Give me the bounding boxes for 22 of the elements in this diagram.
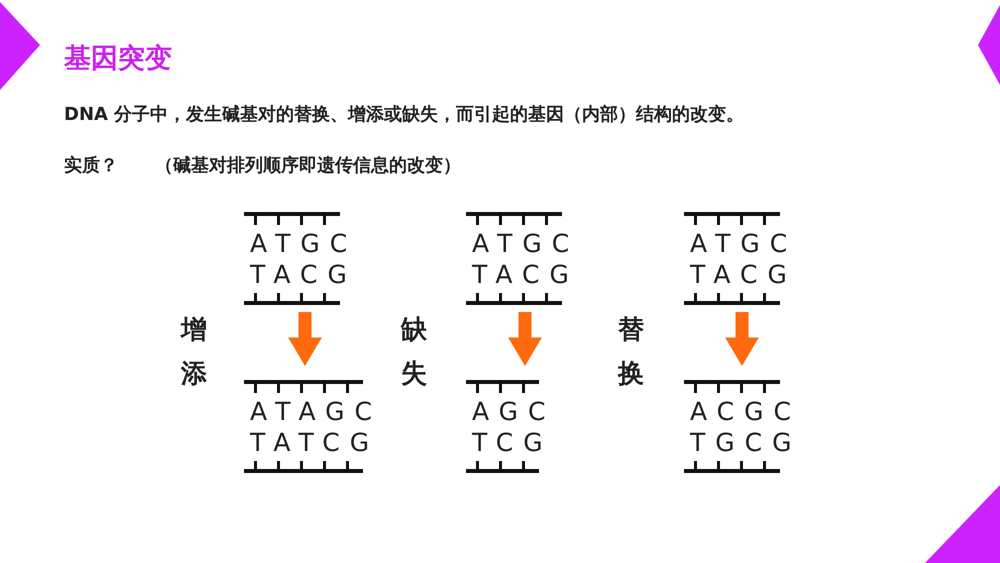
base-sequence: TGCG xyxy=(690,427,802,458)
base-sequence: TACG xyxy=(250,259,358,290)
edge-label: 增添 xyxy=(181,314,208,391)
base-sequence: ATGC xyxy=(690,228,798,259)
base-sequence: ATGC xyxy=(250,228,358,259)
answer-text: （碱基对排列顺序即遗传信息的改变） xyxy=(155,154,461,177)
base-sequence: TACG xyxy=(690,259,798,290)
arrow xyxy=(725,312,759,366)
base-sequence: ATAGC xyxy=(250,396,383,427)
base-sequence: ATGC xyxy=(472,228,580,259)
edge-label: 缺失 xyxy=(401,314,428,391)
base-sequence: TATCG xyxy=(250,427,380,458)
slide-title: 基因突变 xyxy=(64,42,172,76)
edge-label: 替换 xyxy=(618,314,645,391)
base-sequence: TCG xyxy=(472,427,554,458)
base-sequence: TACG xyxy=(472,259,580,290)
base-sequence: AGC xyxy=(472,396,556,427)
arrow xyxy=(288,312,322,366)
base-sequence: ACGC xyxy=(690,396,802,427)
arrow xyxy=(508,312,542,366)
question-text: 实质？ xyxy=(64,154,118,177)
definition-text: DNA 分子中，发生碱基对的替换、增添或缺失，而引起的基因（内部）结构的改变。 xyxy=(64,103,744,126)
